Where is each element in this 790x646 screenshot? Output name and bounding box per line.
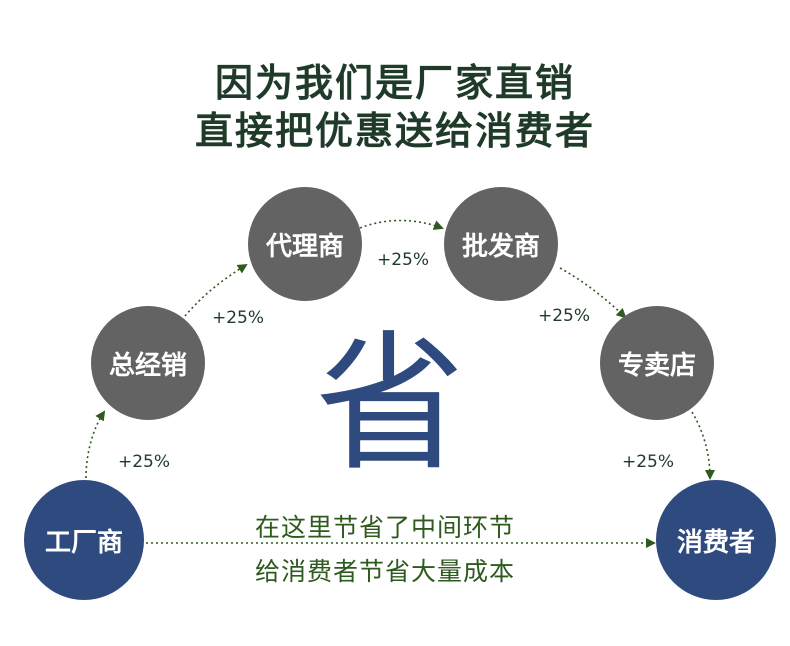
node-wholesaler: 批发商: [444, 187, 558, 301]
arrow-factory-to-distributor: [85, 410, 106, 479]
title-line-2: 直接把优惠送给消费者: [194, 109, 595, 153]
markup-agent-to-wholesaler: +25%: [377, 250, 430, 270]
arrow-wholesaler-to-store: [559, 267, 627, 319]
title-line-1: 因为我们是厂家直销: [214, 61, 575, 105]
node-factory: 工厂商: [24, 480, 144, 600]
markup-distributor-to-agent: +25%: [212, 308, 265, 328]
message-line-1: 在这里节省了中间环节: [254, 513, 515, 542]
arrow-store-to-consumer: [691, 411, 715, 480]
center-character: 省: [314, 318, 465, 492]
markup-store-to-consumer: +25%: [622, 452, 675, 472]
node-store: 专卖店: [600, 306, 714, 420]
arrow-agent-to-wholesaler: [359, 219, 444, 230]
node-agent: 代理商: [248, 187, 362, 301]
message-line-2: 给消费者节省大量成本: [254, 557, 515, 586]
markup-factory-to-distributor: +25%: [118, 452, 171, 472]
node-distributor: 总经销: [91, 306, 205, 420]
node-consumer: 消费者: [656, 480, 776, 600]
markup-wholesaler-to-store: +25%: [538, 306, 591, 326]
